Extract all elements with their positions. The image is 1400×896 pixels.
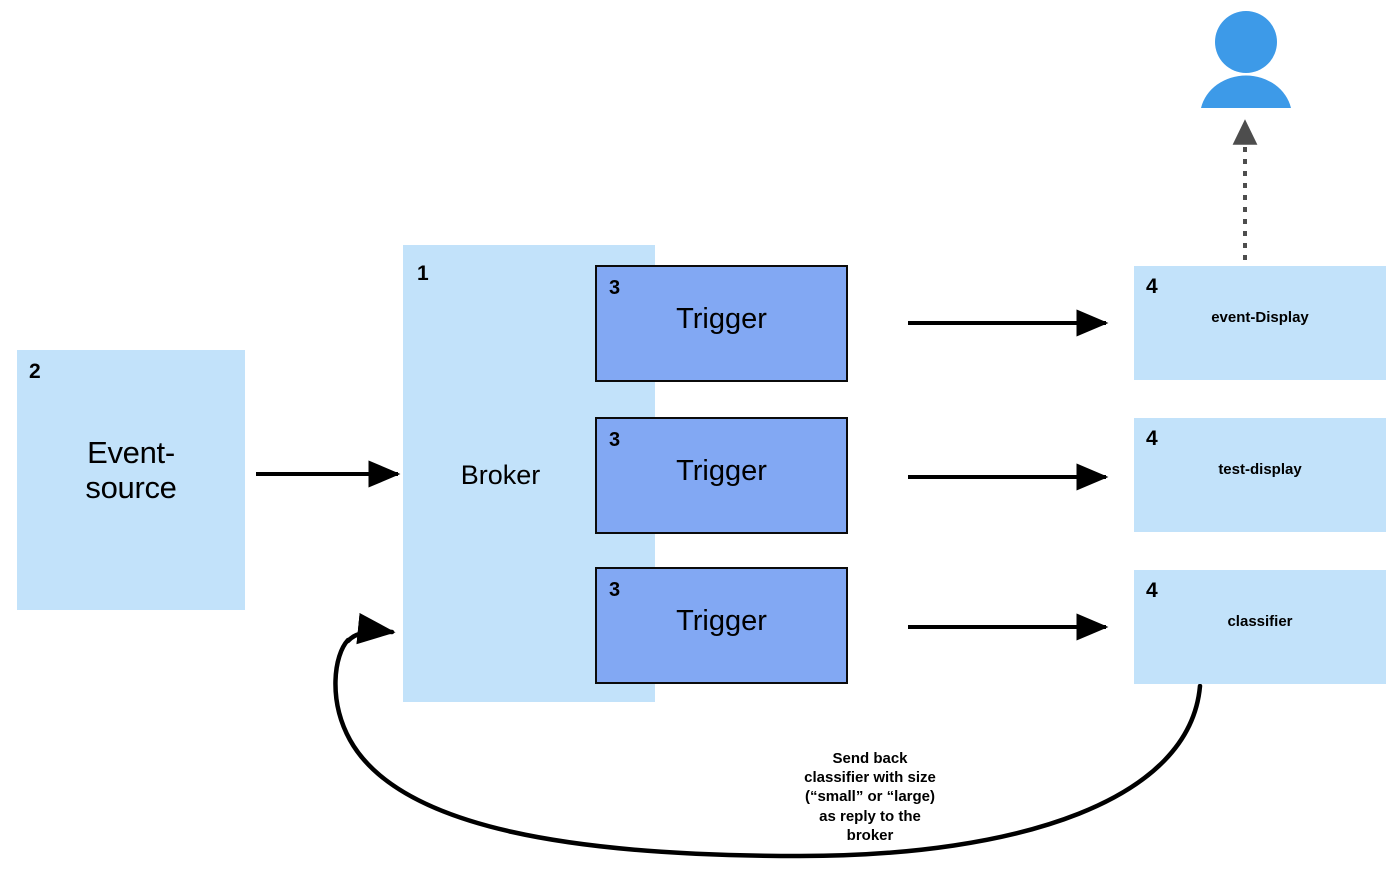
node-number-badge: 4 xyxy=(1146,579,1158,602)
node-label: Trigger xyxy=(676,303,767,335)
node-number-badge: 4 xyxy=(1146,275,1158,298)
user-person-icon xyxy=(1201,11,1291,108)
node-label: Event- source xyxy=(85,435,177,505)
node-trigger-3[interactable]: 3 Trigger xyxy=(595,567,848,684)
node-number-badge: 3 xyxy=(609,277,621,299)
node-label: event-Display xyxy=(1211,309,1309,326)
node-label: Trigger xyxy=(676,455,767,487)
node-label: classifier xyxy=(1227,613,1293,630)
node-number-badge: 2 xyxy=(29,360,41,383)
node-trigger-1[interactable]: 3 Trigger xyxy=(595,265,848,382)
node-label: Trigger xyxy=(676,605,767,637)
node-label: Broker xyxy=(460,460,541,490)
node-label: test-display xyxy=(1218,461,1302,478)
node-test-display[interactable]: 4 test-display xyxy=(1134,418,1386,532)
node-number-badge: 1 xyxy=(417,262,429,285)
node-number-badge: 3 xyxy=(609,429,621,451)
node-broker-label-wrap: Broker xyxy=(403,460,598,491)
node-trigger-2[interactable]: 3 Trigger xyxy=(595,417,848,534)
return-path-caption: Send back classifier with size (“small” … xyxy=(804,750,936,844)
node-number-badge: 4 xyxy=(1146,427,1158,450)
node-number-badge: 3 xyxy=(609,579,621,601)
node-event-source[interactable]: 2 Event- source xyxy=(17,350,245,610)
node-classifier[interactable]: 4 classifier xyxy=(1134,570,1386,684)
node-event-display[interactable]: 4 event-Display xyxy=(1134,266,1386,380)
